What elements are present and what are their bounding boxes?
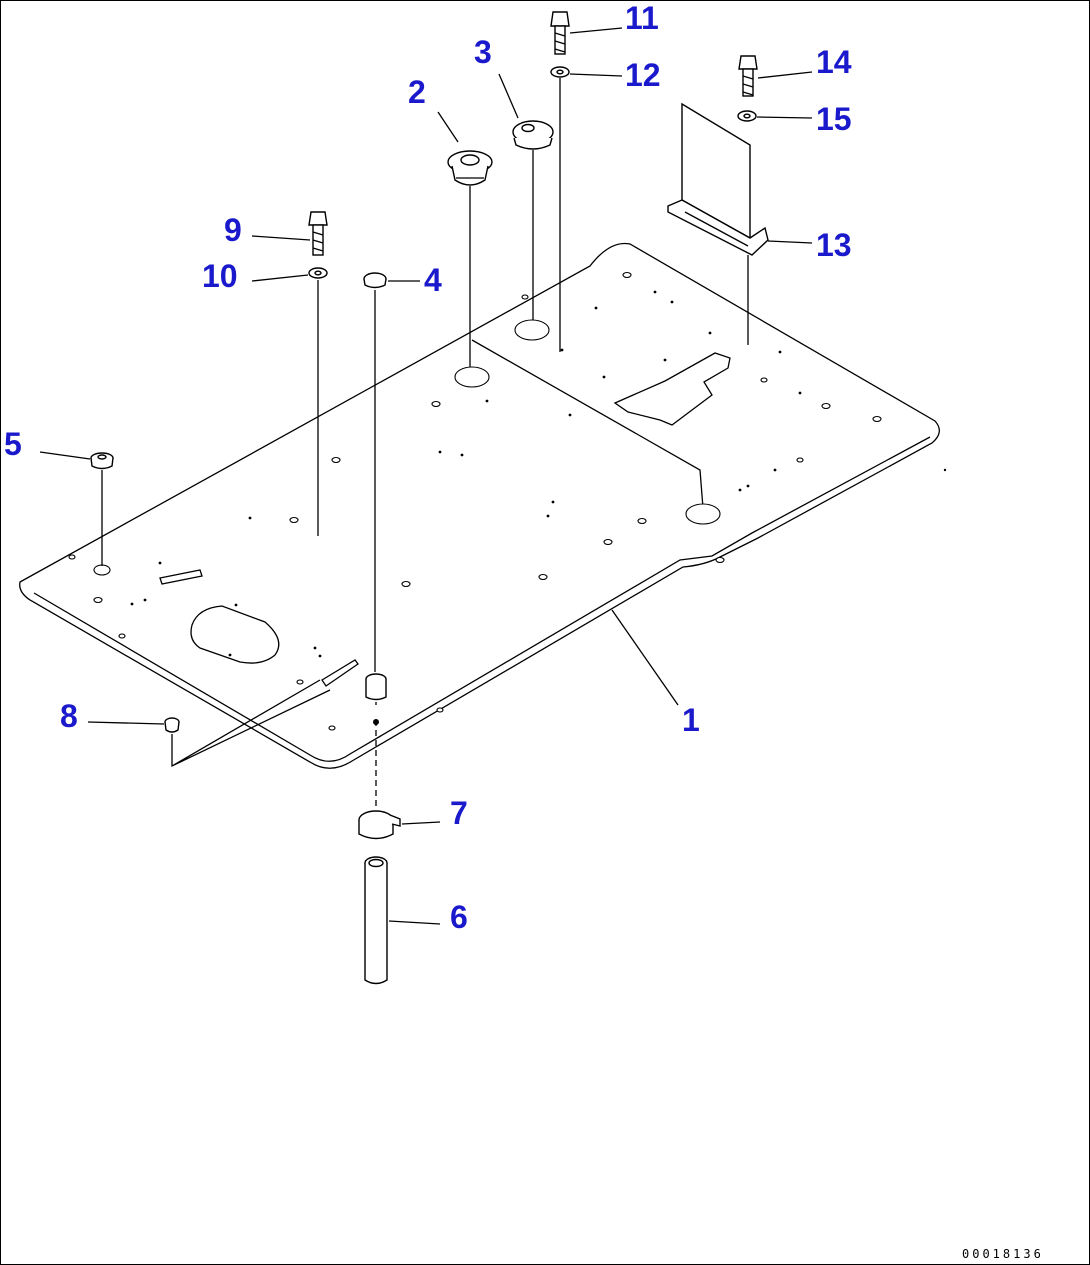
callout-3: 3 bbox=[474, 34, 492, 70]
callout-1: 1 bbox=[682, 702, 700, 738]
callout-10: 10 bbox=[202, 258, 238, 294]
callout-9: 9 bbox=[224, 212, 242, 248]
washer-10 bbox=[251, 267, 328, 536]
callout-13: 13 bbox=[816, 227, 852, 263]
clamp-7 bbox=[358, 810, 441, 840]
floor-plate bbox=[19, 242, 947, 769]
callout-2: 2 bbox=[408, 74, 426, 110]
sleeve bbox=[365, 673, 387, 808]
mounting-holes bbox=[68, 271, 882, 731]
washer-15 bbox=[737, 110, 813, 122]
pipe-6 bbox=[364, 856, 441, 985]
grommet-2 bbox=[437, 111, 493, 367]
callout-5: 5 bbox=[4, 426, 22, 462]
bracket-13 bbox=[667, 102, 813, 345]
washer-12 bbox=[550, 66, 623, 352]
callout-8: 8 bbox=[60, 698, 78, 734]
cap-8 bbox=[87, 679, 331, 768]
callout-4: 4 bbox=[424, 262, 442, 298]
leader-1 bbox=[611, 609, 679, 706]
bushing-5 bbox=[39, 451, 114, 566]
callout-11: 11 bbox=[625, 0, 659, 36]
cap-4 bbox=[363, 272, 420, 672]
rivet-dots bbox=[130, 290, 947, 658]
callout-7: 7 bbox=[450, 795, 468, 831]
bolt-14 bbox=[738, 55, 813, 97]
callout-15: 15 bbox=[816, 101, 852, 137]
bolt-9 bbox=[251, 211, 328, 256]
plug-3 bbox=[498, 73, 554, 320]
bolt-11 bbox=[550, 11, 623, 55]
callout-6: 6 bbox=[450, 899, 468, 935]
callout-14: 14 bbox=[816, 44, 852, 80]
drawing-number: 00018136 bbox=[962, 1247, 1044, 1261]
callout-12: 12 bbox=[625, 57, 661, 93]
